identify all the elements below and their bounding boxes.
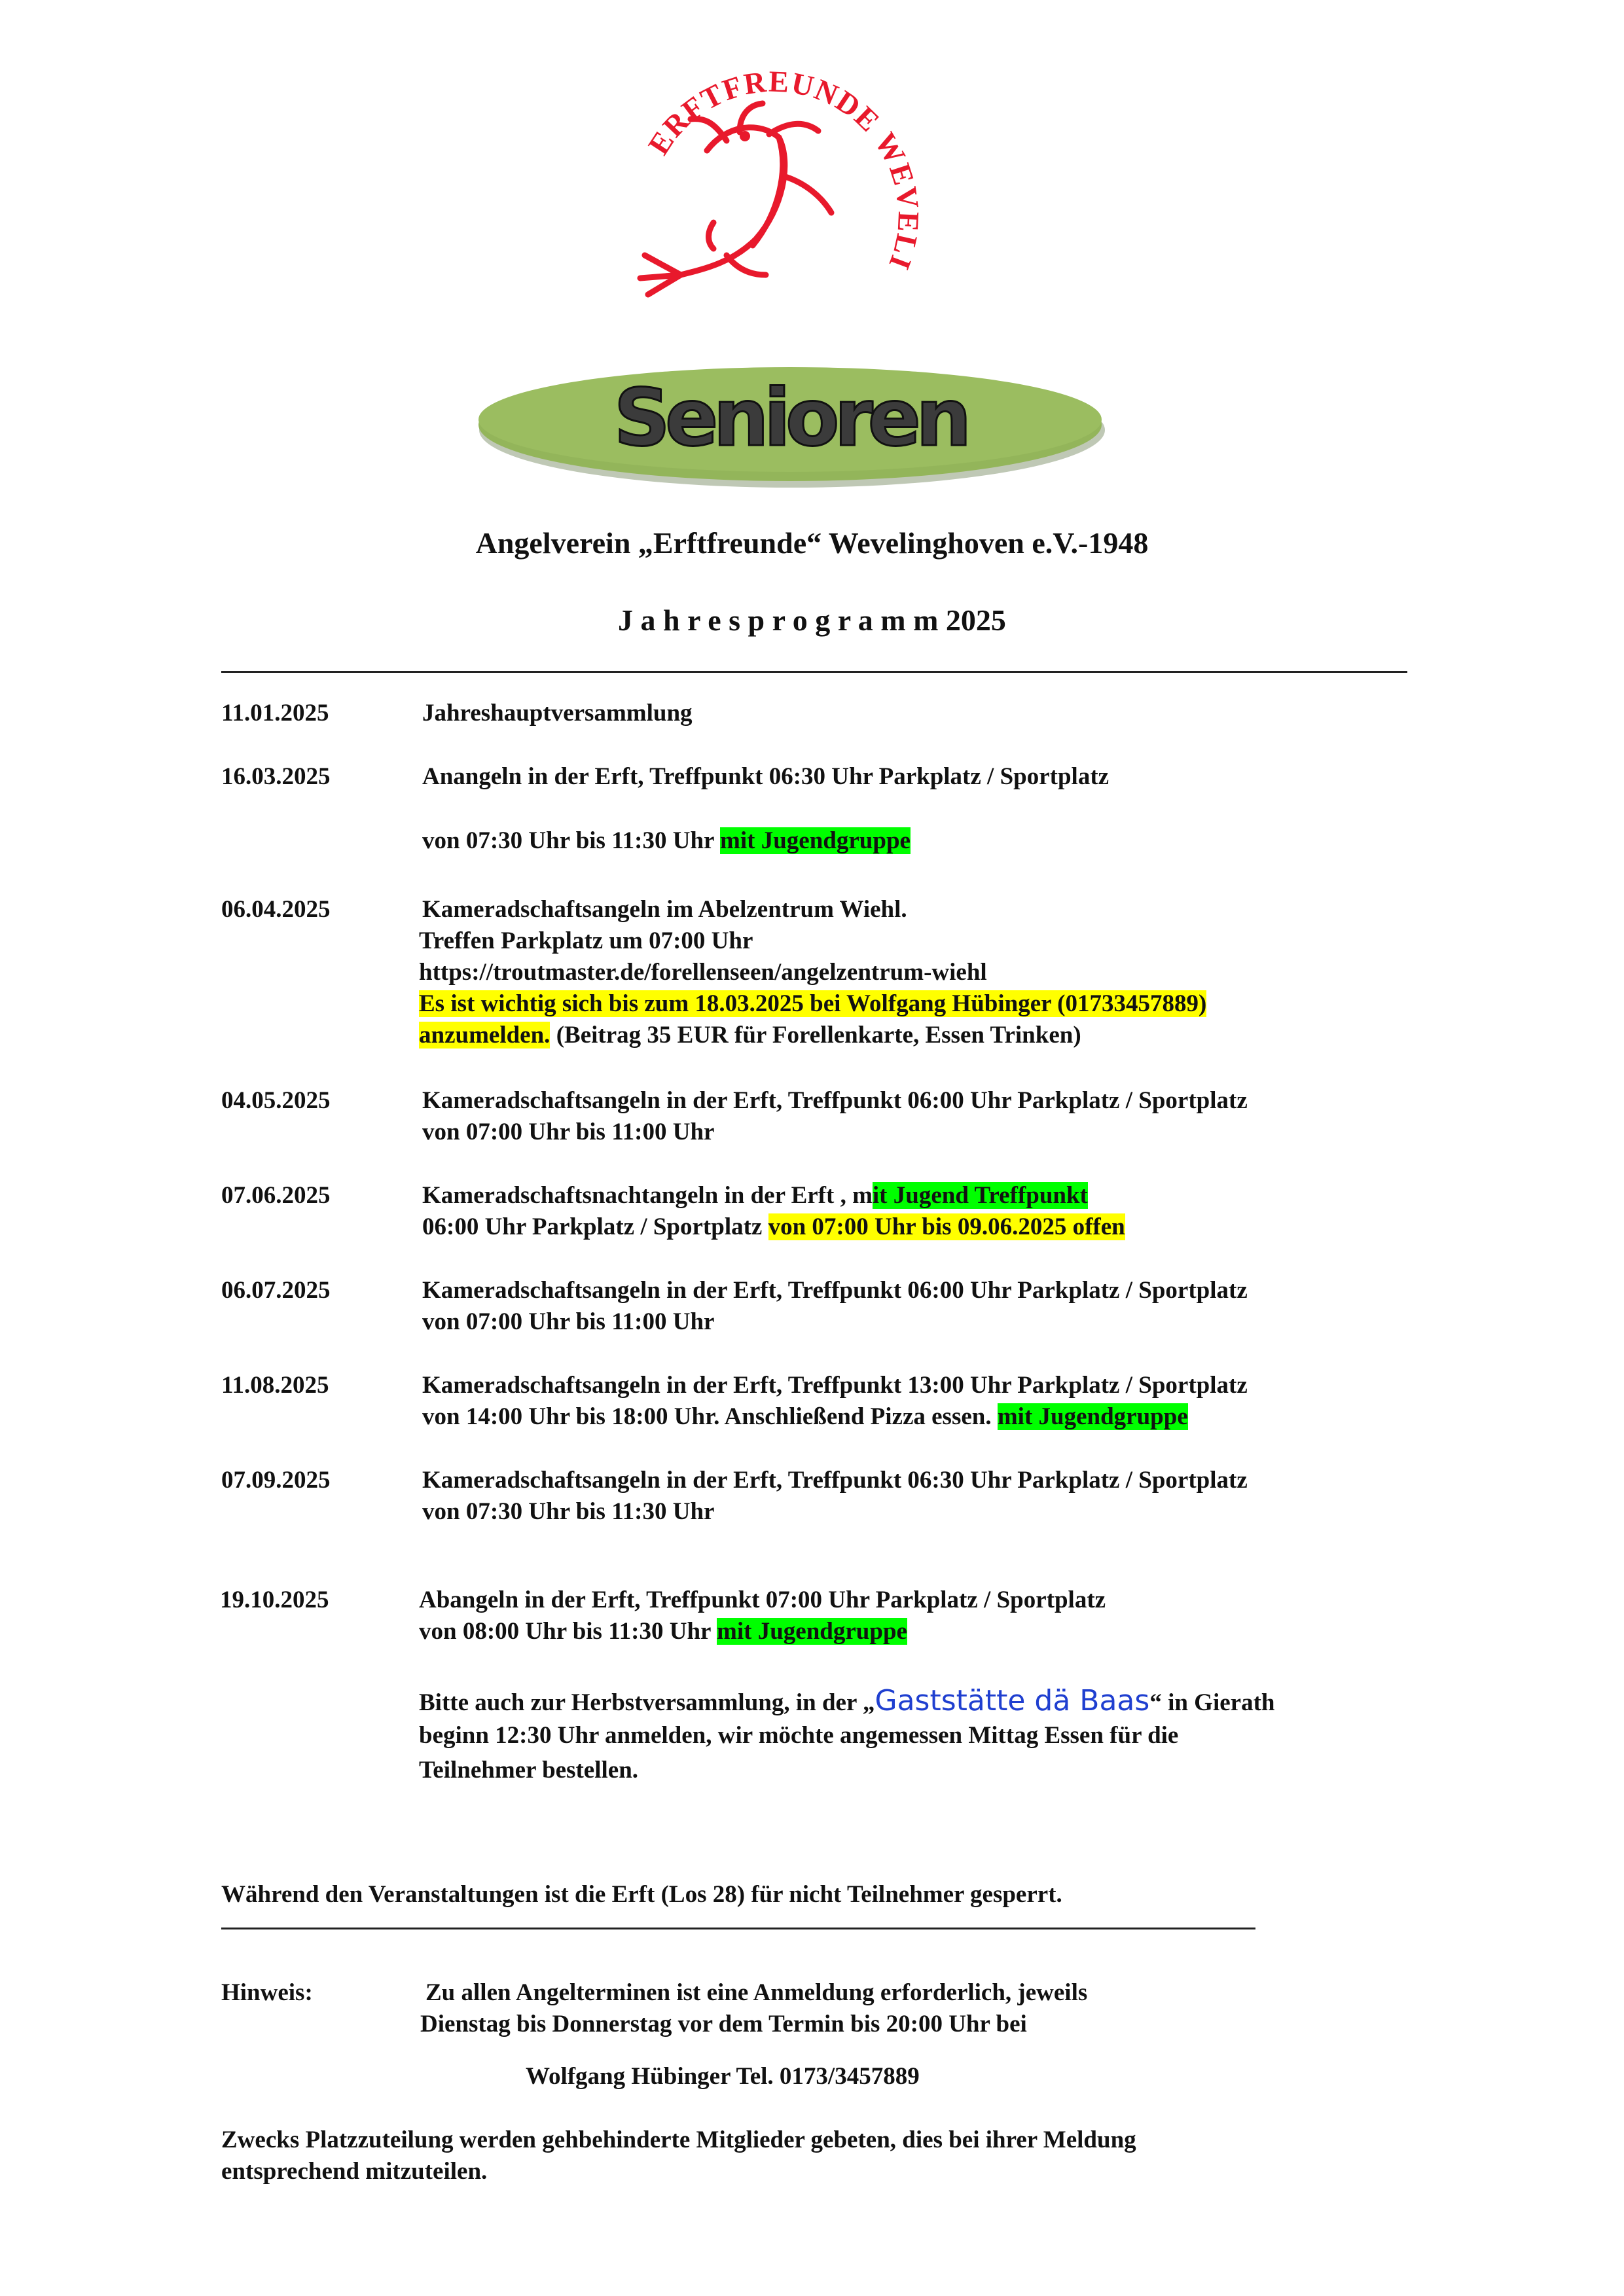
autumn-text-part: Bitte auch zur Herbstversammlung, in der… [419,1689,875,1716]
page-title: Angelverein „Erftfreunde“ Wevelinghoven … [475,526,1149,560]
club-logo: ERFTFREUNDE WEVELINGHOVEN [616,32,929,321]
event-text: Kameradschaftsangeln im Abelzentrum Wieh… [422,896,907,923]
venue-name: Gaststätte dä Baas [875,1684,1150,1717]
autumn-text: beginn 12:30 Uhr anmelden, wir möchte an… [419,1722,1179,1749]
youth-highlight: mit Jugendgruppe [717,1618,907,1645]
event-text: 06:00 Uhr Parkplatz / Sportplatz von 07:… [422,1211,1125,1244]
event-text: von 07:00 Uhr bis 11:00 Uhr [422,1308,715,1335]
notice-text: Zu allen Angelterminen ist eine Anmeldun… [425,1979,1088,2006]
registration-highlight: anzumelden. [419,1022,550,1049]
event-date: 07.06.2025 [221,1182,331,1209]
event-text-part: von 07:30 Uhr bis 11:30 Uhr [422,827,721,854]
event-text: Kameradschaftsangeln in der Erft, Treffp… [422,1087,1248,1114]
event-date: 06.04.2025 [221,896,331,923]
event-date: 06.07.2025 [221,1277,331,1304]
event-text: Treffen Parkplatz um 07:00 Uhr [419,927,753,954]
accessibility-text: Zwecks Platzzuteilung werden gehbehinder… [221,2126,1136,2153]
event-date: 11.01.2025 [221,700,329,726]
divider [221,671,1407,673]
program-title: J a h r e s p r o g r a m m 2025 [618,603,1006,637]
senioren-badge: Senioren [468,357,1116,494]
catfish-icon [637,100,835,298]
time-highlight: von 07:00 Uhr bis 09.06.2025 offen [768,1213,1125,1240]
event-text-part: Kameradschaftsnachtangeln in der Erft , … [422,1182,873,1209]
event-text: Kameradschaftsangeln in der Erft, Treffp… [422,1372,1248,1399]
closure-notice: Während den Veranstaltungen ist die Erft… [221,1881,1062,1908]
event-date: 11.08.2025 [221,1372,329,1399]
event-text: Kameradschaftsangeln in der Erft, Treffp… [422,1277,1248,1304]
youth-highlight: mit Jugendgruppe [997,1403,1188,1430]
event-text: von 08:00 Uhr bis 11:30 Uhr mit Jugendgr… [419,1615,907,1648]
event-date: 07.09.2025 [221,1467,331,1494]
divider [221,1928,1255,1929]
notice-text: Dienstag bis Donnerstag vor dem Termin b… [420,2011,1027,2037]
autumn-text-part: “ in Gierath [1149,1689,1275,1716]
event-text: anzumelden. (Beitrag 35 EUR für Forellen… [419,1019,1081,1052]
logo-text: ERFTFREUNDE WEVELINGHOVEN [616,32,924,275]
accessibility-text: entsprechend mitzuteilen. [221,2158,488,2185]
event-text: von 07:00 Uhr bis 11:00 Uhr [422,1119,715,1145]
event-text: Kameradschaftsangeln in der Erft, Treffp… [422,1467,1248,1494]
event-text: Abangeln in der Erft, Treffpunkt 07:00 U… [419,1587,1106,1613]
event-text-part: (Beitrag 35 EUR für Forellenkarte, Essen… [550,1022,1081,1049]
event-text: von 14:00 Uhr bis 18:00 Uhr. Anschließen… [422,1401,1188,1433]
notice-label: Hinweis: [221,1979,313,2006]
badge-label: Senioren [614,373,967,464]
event-text: Es ist wichtig sich bis zum 18.03.2025 b… [419,988,1207,1020]
autumn-text: Bitte auch zur Herbstversammlung, in der… [419,1685,1275,1719]
event-date: 19.10.2025 [220,1587,329,1613]
autumn-text: Teilnehmer bestellen. [419,1757,639,1784]
youth-highlight: it Jugend Treffpunkt [872,1182,1088,1209]
event-text-part: von 08:00 Uhr bis 11:30 Uhr [419,1618,717,1645]
registration-highlight: Es ist wichtig sich bis zum 18.03.2025 b… [419,990,1207,1017]
event-date: 16.03.2025 [221,763,331,790]
event-text-part: 06:00 Uhr Parkplatz / Sportplatz [422,1213,768,1240]
youth-highlight: mit Jugendgruppe [720,827,911,854]
event-text-part: von 14:00 Uhr bis 18:00 Uhr. Anschließen… [422,1403,998,1430]
event-text: Kameradschaftsnachtangeln in der Erft , … [422,1179,1088,1212]
event-text: von 07:30 Uhr bis 11:30 Uhr [422,1498,715,1525]
event-text: von 07:30 Uhr bis 11:30 Uhr mit Jugendgr… [422,825,911,857]
contact-info: Wolfgang Hübinger Tel. 0173/3457889 [526,2063,920,2090]
event-text: Jahreshauptversammlung [422,700,693,726]
svg-text:ERFTFREUNDE WEVELINGHOVEN: ERFTFREUNDE WEVELINGHOVEN [628,59,926,275]
event-date: 04.05.2025 [221,1087,331,1114]
event-link[interactable]: https://troutmaster.de/forellenseen/ange… [419,959,987,986]
event-text: Anangeln in der Erft, Treffpunkt 06:30 U… [422,763,1110,790]
